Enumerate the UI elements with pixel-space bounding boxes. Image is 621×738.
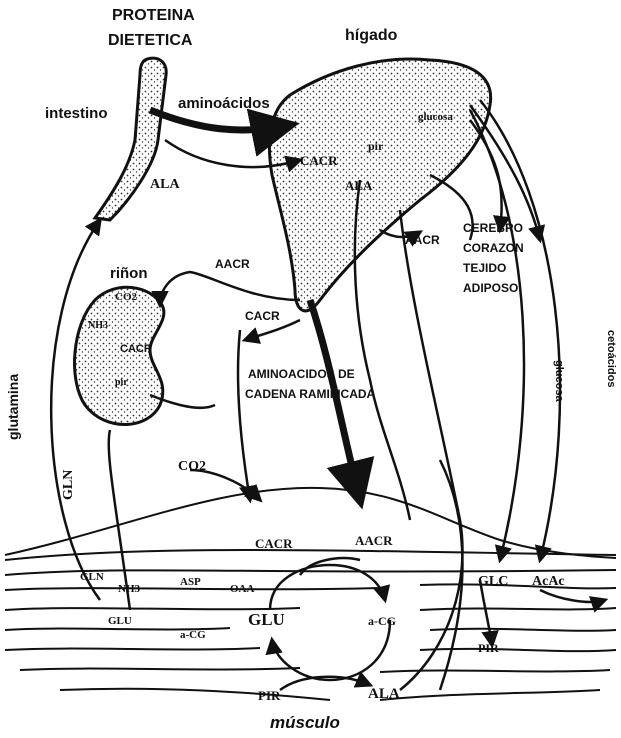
acg2-label: a-CG — [368, 614, 396, 628]
bcaa-label-1: AMINOACIDOS DE — [248, 367, 355, 381]
glucose-label: glucosa — [418, 111, 453, 123]
intestine-label: intestino — [45, 105, 108, 122]
aacr-muscle-label: AACR — [355, 533, 393, 548]
acac-label: AcAc — [532, 574, 565, 589]
pir-liver-label: pir — [368, 139, 384, 153]
acg-label: a-CG — [180, 629, 206, 641]
pir-kidney-label: pir — [115, 377, 128, 388]
gln-left-label: GLN — [61, 470, 76, 500]
cacr-mid-label: CACR — [245, 309, 280, 323]
liver-shape — [269, 59, 490, 311]
nh3-muscle-label: NH3 — [118, 583, 141, 595]
protein-label-1: PROTEINA — [112, 7, 195, 24]
cacr-muscle-label: CACR — [255, 536, 293, 551]
kidney-label: riñon — [110, 265, 148, 282]
glc-label: GLC — [478, 574, 508, 589]
ketones-label: cetoácidos — [605, 330, 617, 387]
amino-acids-label: aminoácidos — [178, 95, 270, 112]
glu-big-label: GLU — [248, 610, 285, 629]
pir-bottom-label: PIR — [258, 688, 281, 703]
glucose-right-label: glucosa — [553, 360, 565, 402]
oaa-label: OAA — [230, 583, 255, 595]
gln-muscle-label: GLN — [80, 571, 104, 583]
aacr-right-label: AACR — [405, 233, 440, 247]
cacr-kidney-label: CACR — [120, 343, 152, 355]
muscle-outline-top — [5, 488, 616, 558]
amino-acid-flow — [150, 110, 290, 130]
organs-label-1: CEREBRO — [463, 221, 523, 235]
nh3-kidney-label: NH3 — [88, 320, 108, 331]
cacr-liver-label: CACR — [300, 153, 338, 168]
ala-top-label: ALA — [150, 177, 180, 192]
asp-label: ASP — [180, 576, 201, 588]
liver-label: hígado — [345, 27, 398, 44]
pir-right-label: PIR — [478, 641, 499, 655]
muscle-label: músculo — [270, 713, 340, 732]
co2-muscle-label: CO2 — [178, 459, 206, 474]
protein-label-2: DIETETICA — [108, 32, 193, 49]
intestine-shape — [95, 58, 166, 220]
glutamine-label: glutamina — [5, 374, 21, 440]
co2-kidney-label: CO2 — [115, 291, 138, 303]
ala-bottom-label: ALA — [368, 686, 400, 702]
bcaa-label-2: CADENA RAMIFICADA — [245, 387, 376, 401]
kidney-shape — [75, 287, 164, 424]
ala-liver-label: ALA — [345, 178, 373, 193]
organs-label-3: TEJIDO — [463, 261, 506, 275]
glu-small-label: GLU — [108, 615, 132, 627]
organs-label-4: ADIPOSO — [463, 281, 518, 295]
organs-label-2: CORAZON — [463, 241, 524, 255]
aacr-kidney-label: AACR — [215, 257, 250, 271]
